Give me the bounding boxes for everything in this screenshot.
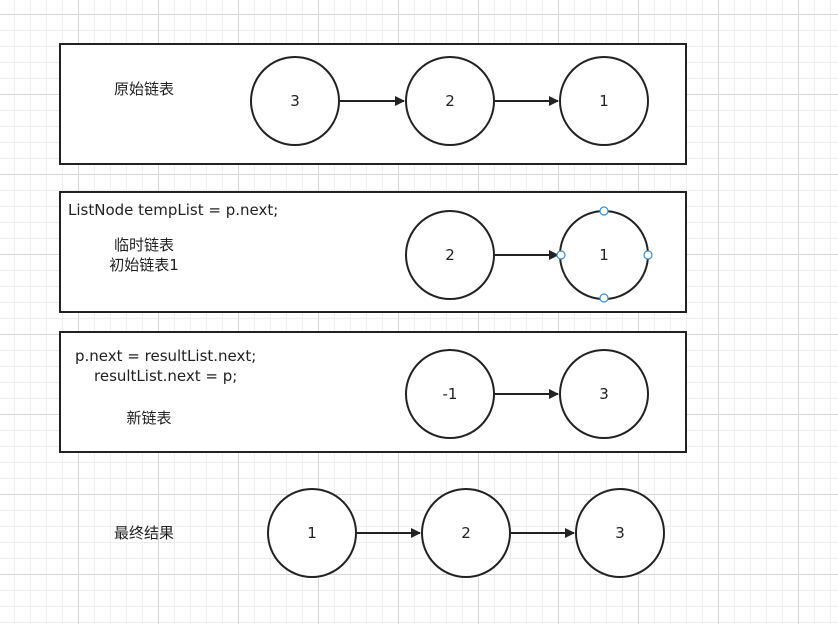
panel-original-list: 原始链表 3 2 1 (59, 43, 687, 165)
panel-label: 新链表 (126, 409, 171, 427)
list-node[interactable]: 1 (267, 488, 357, 578)
node-value: 2 (461, 524, 471, 542)
list-node[interactable]: 3 (575, 488, 665, 578)
node-value: 3 (290, 92, 300, 110)
code-line: p.next = resultList.next; (75, 347, 256, 365)
code-line: ListNode tempList = p.next; (68, 201, 278, 219)
panel-temp-list: ListNode tempList = p.next; 临时链表 初始链表1 2… (59, 191, 687, 313)
selection-handle[interactable] (556, 250, 566, 260)
list-node[interactable]: 1 (559, 56, 649, 146)
panel-label: 初始链表1 (109, 256, 179, 274)
list-node[interactable]: 2 (421, 488, 511, 578)
selection-handle[interactable] (599, 293, 609, 303)
node-value: 2 (445, 246, 455, 264)
panel-new-list: p.next = resultList.next; resultList.nex… (59, 331, 687, 453)
panel-label: 临时链表 (114, 236, 174, 254)
selection-handle[interactable] (643, 250, 653, 260)
list-node[interactable]: 3 (559, 349, 649, 439)
list-node-selected[interactable]: 1 (556, 206, 653, 303)
final-result: 最终结果 1 2 3 (114, 488, 665, 578)
node-value: 1 (599, 246, 609, 264)
node-value: 3 (599, 385, 609, 403)
node-value: 2 (445, 92, 455, 110)
list-node[interactable]: 3 (250, 56, 340, 146)
panel-label: 原始链表 (114, 80, 174, 98)
list-node[interactable]: 2 (405, 56, 495, 146)
node-value: -1 (443, 385, 458, 403)
list-node[interactable]: 2 (405, 210, 495, 300)
panel-label: 最终结果 (114, 524, 174, 542)
node-value: 3 (615, 524, 625, 542)
node-value: 1 (307, 524, 317, 542)
node-value: 1 (599, 92, 609, 110)
list-node[interactable]: -1 (405, 349, 495, 439)
selection-handle[interactable] (599, 206, 609, 216)
code-line: resultList.next = p; (94, 367, 237, 385)
